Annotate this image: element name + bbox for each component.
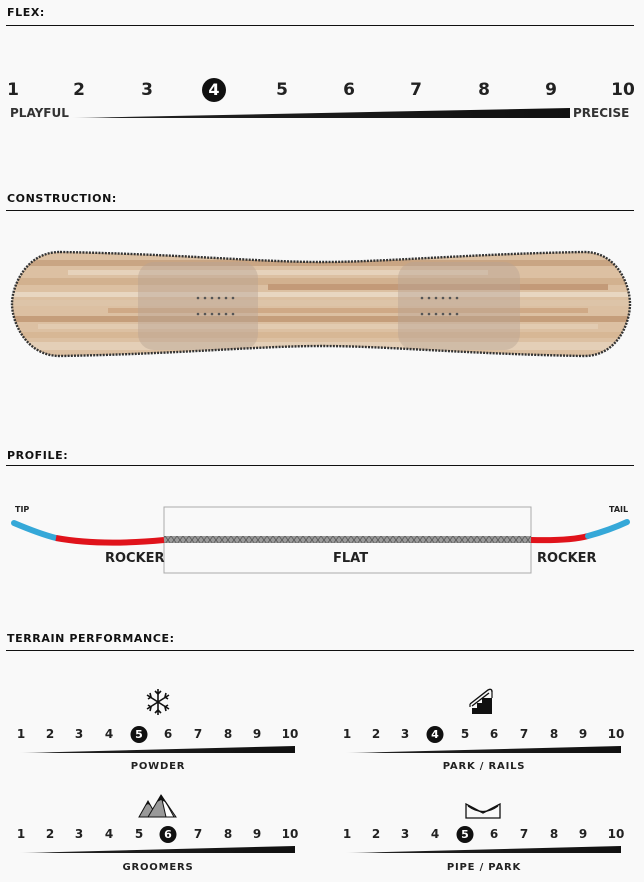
flex-scale-value-9: 9 [545,80,557,100]
profile-divider [6,465,634,466]
terrain-category-label: POWDER [130,761,186,772]
terrain-scale-value-10: 10 [281,727,299,741]
flex-scale-value-5: 5 [276,80,288,100]
terrain-scale-value-4: 4 [104,827,114,841]
mountains-icon [138,794,177,818]
terrain-scale-value-8: 8 [549,727,559,741]
tail-label: TAIL [609,505,629,514]
terrain-wedge-bar [20,746,295,753]
snowflake-icon [146,689,170,715]
terrain-scale-value-10: 10 [607,827,625,841]
terrain-wedge-bar [20,846,295,853]
terrain-heading: TERRAIN PERFORMANCE: [7,632,175,645]
terrain-scale-value-3: 3 [74,827,84,841]
terrain-scale-value-8: 8 [549,827,559,841]
terrain-scale-value-10: 10 [281,827,299,841]
terrain-scale-value-1: 1 [16,827,26,841]
terrain-scale-value-5: 5 [130,726,148,743]
terrain-scale-value-8: 8 [223,827,233,841]
terrain-scale-value-6: 6 [163,727,173,741]
terrain-wedge-bar [346,746,621,753]
terrain-scale-value-5: 5 [460,727,470,741]
tip-label: TIP [15,505,30,514]
terrain-category-label: GROOMERS [122,862,194,873]
flex-playful-label: PLAYFUL [10,106,69,120]
terrain-scale-value-10: 10 [607,727,625,741]
terrain-scale-value-5: 5 [456,826,474,843]
flex-scale-value-8: 8 [478,80,490,100]
terrain-divider [6,650,634,651]
terrain-scale-value-4: 4 [430,827,440,841]
terrain-scale-value-9: 9 [252,727,262,741]
rocker-left-label: ROCKER [105,551,165,566]
terrain-scale-value-9: 9 [252,827,262,841]
flex-scale-value-1: 1 [7,80,19,100]
terrain-scale-value-9: 9 [578,727,588,741]
snowboard-construction-image [10,250,632,358]
terrain-scale-value-5: 5 [134,827,144,841]
flex-scale-value-4: 4 [202,78,226,102]
terrain-scale-value-2: 2 [371,727,381,741]
terrain-scale-value-3: 3 [400,727,410,741]
construction-heading: CONSTRUCTION: [7,192,117,205]
halfpipe-icon [465,803,501,819]
terrain-scale-value-1: 1 [342,827,352,841]
terrain-scale-value-3: 3 [74,727,84,741]
terrain-scale-value-1: 1 [342,727,352,741]
terrain-scale-value-3: 3 [400,827,410,841]
terrain-scale-value-7: 7 [193,727,203,741]
terrain-scale-value-2: 2 [45,827,55,841]
flat-label: FLAT [333,551,369,566]
terrain-wedge-bar [346,846,621,853]
flex-heading: FLEX: [7,6,45,19]
flex-divider [6,25,634,26]
terrain-scale-value-1: 1 [16,727,26,741]
terrain-scale-value-2: 2 [45,727,55,741]
stairs-rail-icon [469,688,493,714]
terrain-scale-value-7: 7 [519,727,529,741]
terrain-scale-value-2: 2 [371,827,381,841]
rocker-right-label: ROCKER [537,551,597,566]
flex-scale-value-3: 3 [141,80,153,100]
terrain-scale-value-6: 6 [159,826,177,843]
terrain-scale-value-9: 9 [578,827,588,841]
terrain-category-label: PIPE / PARK [446,862,522,873]
construction-divider [6,210,634,211]
terrain-scale-value-4: 4 [104,727,114,741]
flex-wedge-bar [72,108,570,118]
profile-diagram [11,506,630,574]
flex-scale-value-7: 7 [410,80,422,100]
profile-heading: PROFILE: [7,449,69,462]
flex-precise-label: PRECISE [573,106,630,120]
terrain-scale-value-6: 6 [489,727,499,741]
terrain-scale-value-6: 6 [489,827,499,841]
terrain-scale-value-4: 4 [426,726,444,743]
flex-scale-value-10: 10 [611,80,635,100]
flex-scale-value-2: 2 [73,80,85,100]
terrain-scale-value-7: 7 [193,827,203,841]
terrain-scale-value-8: 8 [223,727,233,741]
terrain-category-label: PARK / RAILS [442,761,526,772]
terrain-scale-value-7: 7 [519,827,529,841]
flex-scale-value-6: 6 [343,80,355,100]
